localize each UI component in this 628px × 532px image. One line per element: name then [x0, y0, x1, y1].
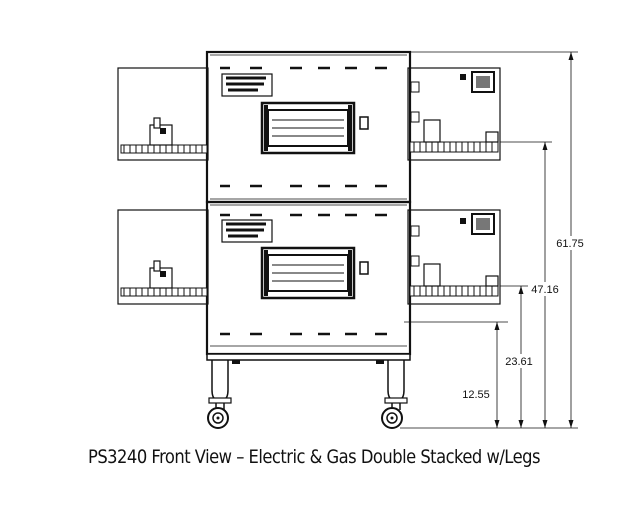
bottom-oven-vent-dashes [220, 213, 387, 336]
bottom-control-panel [410, 213, 495, 267]
bottom-oven-latch [359, 261, 369, 275]
bottom-right-conveyor [409, 263, 499, 297]
dimension-label-47-16: 47.16 [531, 284, 559, 296]
figure-caption: PS3240 Front View – Electric & Gas Doubl… [87, 446, 541, 468]
top-oven [117, 50, 501, 204]
top-oven-latch [359, 116, 369, 130]
bottom-oven-logo [221, 219, 273, 243]
dimension-label-61-75: 61.75 [556, 238, 584, 250]
right-leg [381, 360, 408, 429]
dimension-label-23-61: 23.61 [505, 356, 533, 368]
top-oven-window [260, 101, 356, 155]
dimension-labels: 61.75 47.16 23.61 12.55 [460, 236, 584, 401]
dimension-arrows [494, 52, 574, 428]
bottom-oven [117, 200, 501, 356]
top-oven-vent-dashes [220, 66, 387, 188]
top-oven-logo [221, 73, 273, 97]
top-right-side-housing [407, 67, 501, 161]
bottom-left-conveyor [120, 260, 208, 297]
dimension-label-12-55: 12.55 [462, 389, 490, 401]
left-leg [207, 360, 232, 429]
top-right-conveyor [409, 119, 499, 153]
oven-front-view-drawing: 61.75 47.16 23.61 12.55 [117, 50, 584, 429]
bottom-right-side-housing [407, 209, 501, 305]
dimension-lines [400, 51, 578, 429]
top-left-conveyor [120, 117, 208, 154]
leg-stand [206, 353, 411, 429]
top-control-panel [410, 71, 495, 123]
bottom-oven-window [260, 246, 356, 300]
